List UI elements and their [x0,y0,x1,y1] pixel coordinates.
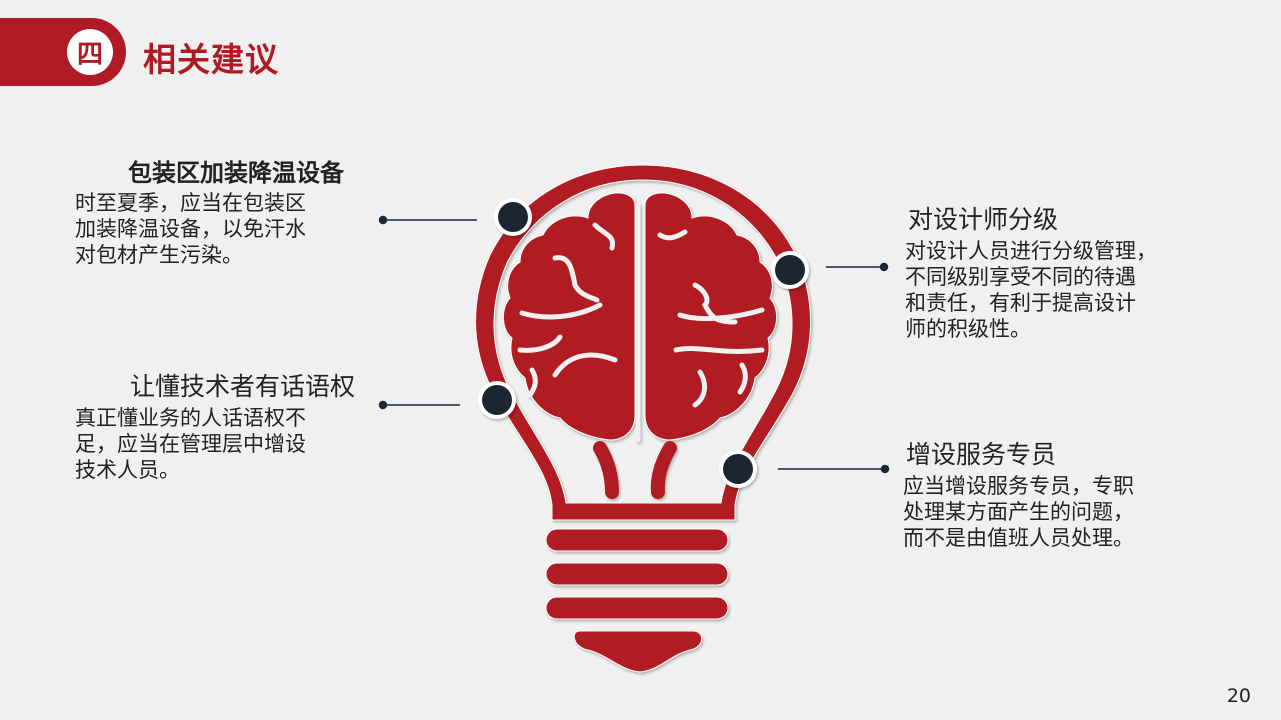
page-number: 20 [1226,685,1251,707]
page-title: 相关建议 [143,40,279,79]
suggestion-service-staff: 增设服务专员 应当增设服务专员，专职 处理某方面产生的问题， 而不是由值班人员处… [903,435,1134,551]
suggestion-tech-voice: 让懂技术者有话语权 真正懂业务的人话语权不 足，应当在管理层中增设 技术人员。 [75,367,355,483]
suggestion-heading: 包装区加装降温设备 [128,159,344,187]
section-number: 四 [76,39,103,70]
suggestion-body: 真正懂业务的人话语权不 足，应当在管理层中增设 技术人员。 [75,406,306,482]
suggestion-heading: 让懂技术者有话语权 [130,372,356,401]
section-number-badge: 四 [67,29,113,75]
suggestion-designer-grading: 对设计师分级 对设计人员进行分级管理， 不同级别享受不同的待遇 和责任，有利于提… [905,200,1157,342]
suggestion-heading: 对设计师分级 [908,205,1059,234]
suggestion-packaging-cooling: 包装区加装降温设备 时至夏季，应当在包装区 加装降温设备，以免汗水 对包材产生污… [75,153,344,268]
suggestion-body: 对设计人员进行分级管理， 不同级别享受不同的待遇 和责任，有利于提高设计 师的积… [905,239,1157,341]
suggestion-body: 时至夏季，应当在包装区 加装降温设备，以免汗水 对包材产生污染。 [75,191,306,267]
suggestion-body: 应当增设服务专员，专职 处理某方面产生的问题， 而不是由值班人员处理。 [903,474,1134,550]
suggestion-heading: 增设服务专员 [906,440,1057,469]
